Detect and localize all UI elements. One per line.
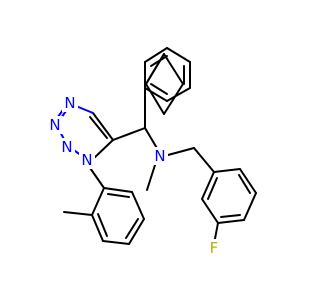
- bond: [193, 147, 215, 173]
- nitrogen-atom: N: [154, 147, 165, 165]
- bond: [213, 168, 241, 173]
- fluorine-atom: F: [210, 239, 219, 257]
- bond: [146, 164, 156, 191]
- bond: [163, 83, 184, 115]
- bond: [166, 87, 191, 102]
- bond: [63, 211, 93, 216]
- label-background: [152, 147, 168, 165]
- bond: [150, 55, 168, 67]
- bond: [92, 139, 114, 160]
- bond: [238, 174, 251, 194]
- bond: [207, 177, 218, 200]
- bond: [128, 218, 145, 245]
- label-background: [207, 239, 221, 257]
- label-background: [59, 138, 75, 156]
- bond: [102, 240, 130, 245]
- bond: [144, 87, 168, 102]
- bond: [91, 214, 104, 242]
- label-background: [79, 151, 95, 169]
- bond: [239, 168, 257, 194]
- bond: [220, 214, 241, 218]
- bond: [201, 171, 215, 200]
- atom-labels: N N N N N F: [47, 94, 221, 257]
- bond: [103, 187, 133, 193]
- bond: [89, 116, 108, 139]
- bond: [243, 192, 257, 221]
- nitrogen-atom: N: [64, 94, 75, 112]
- tolyl-ring: [63, 164, 145, 245]
- molecule-structure: N N N N N F: [47, 47, 257, 257]
- bond: [145, 83, 165, 115]
- bond: [131, 191, 145, 220]
- bond: [107, 193, 130, 198]
- bond: [144, 47, 168, 63]
- bond: [91, 187, 105, 216]
- nitrogen-atom: N: [49, 116, 60, 134]
- bond: [163, 53, 184, 85]
- bond: [112, 127, 146, 141]
- bond: [217, 219, 245, 224]
- label-background: [47, 116, 63, 134]
- bond: [201, 198, 219, 224]
- nitrogen-atom: N: [81, 151, 92, 169]
- nitrogen-atom: N: [61, 138, 72, 156]
- bond: [125, 218, 139, 239]
- bond: [150, 83, 168, 95]
- bond: [166, 47, 191, 63]
- fluorophenyl-ring: [201, 168, 257, 245]
- phenyl-ring: [144, 47, 191, 115]
- bond: [97, 213, 108, 237]
- amine-bonds: [146, 147, 215, 191]
- bond: [92, 112, 114, 141]
- bond: [167, 147, 195, 156]
- label-background: [62, 94, 78, 112]
